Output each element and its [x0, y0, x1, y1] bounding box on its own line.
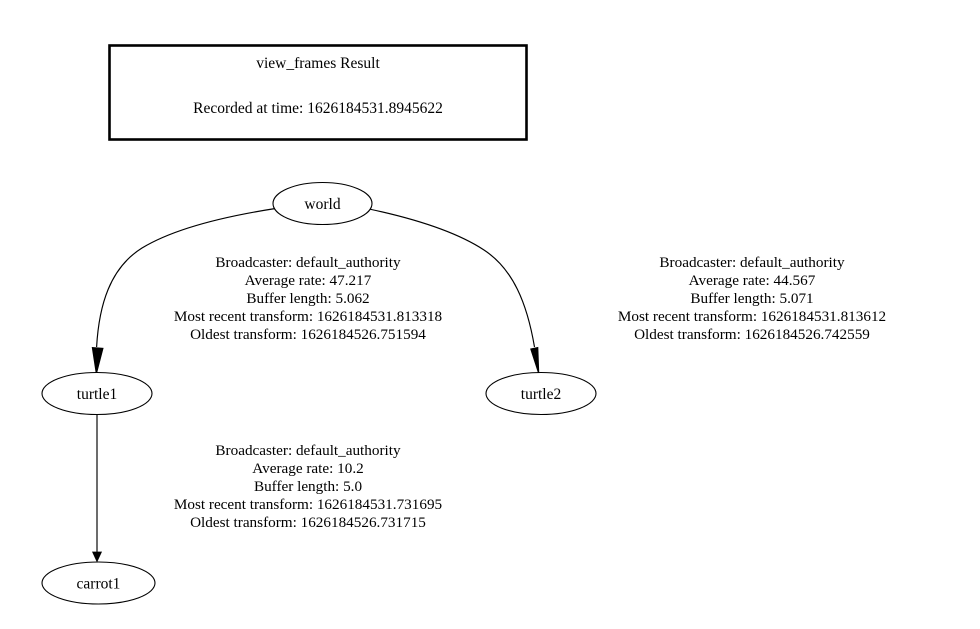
- node-carrot1[interactable]: carrot1: [41, 561, 156, 605]
- edge-label-broadcaster: Broadcaster: default_authority: [659, 254, 845, 271]
- header-box-outline: [108, 44, 528, 141]
- header-title: view_frames Result: [256, 55, 380, 72]
- edge-label-broadcaster: Broadcaster: default_authority: [215, 442, 401, 459]
- edge-label-oldest-transform: Oldest transform: 1626184526.731715: [190, 514, 426, 531]
- edge-label-oldest-transform: Oldest transform: 1626184526.742559: [634, 326, 870, 343]
- node-world-label: world: [304, 196, 340, 213]
- edge-label-buffer-length: Buffer length: 5.062: [246, 290, 369, 307]
- edge-world-turtle1: Broadcaster: default_authority Average r…: [91, 207, 443, 375]
- edge-world-turtle2: Broadcaster: default_authority Average r…: [368, 208, 886, 375]
- node-turtle2-label: turtle2: [521, 386, 561, 403]
- edge-label-oldest-transform: Oldest transform: 1626184526.751594: [190, 326, 426, 343]
- edge-world-turtle1-label: Broadcaster: default_authority Average r…: [174, 254, 443, 343]
- edge-turtle1-carrot1: Broadcaster: default_authority Average r…: [91, 413, 442, 563]
- edge-label-most-recent-transform: Most recent transform: 1626184531.731695: [174, 496, 442, 513]
- edge-turtle1-carrot1-arrowhead: [91, 551, 103, 563]
- result-header-box: view_frames Result Recorded at time: 162…: [108, 44, 528, 141]
- edge-label-average-rate: Average rate: 44.567: [689, 272, 816, 289]
- edge-label-average-rate: Average rate: 10.2: [252, 460, 363, 477]
- node-carrot1-ellipse[interactable]: [41, 561, 156, 605]
- header-recorded-time: Recorded at time: 1626184531.8945622: [193, 100, 443, 117]
- edge-label-buffer-length: Buffer length: 5.0: [254, 478, 363, 495]
- node-turtle1[interactable]: turtle1: [41, 371, 153, 416]
- edge-turtle1-carrot1-label: Broadcaster: default_authority Average r…: [174, 442, 442, 531]
- edge-world-turtle2-arrowhead: [530, 346, 540, 375]
- node-world-ellipse[interactable]: [272, 181, 373, 226]
- edge-world-turtle2-path: [368, 208, 536, 348]
- node-turtle1-label: turtle1: [77, 386, 117, 403]
- node-turtle2[interactable]: turtle2: [485, 371, 597, 416]
- edge-world-turtle1-arrowhead: [91, 346, 104, 375]
- node-turtle1-ellipse[interactable]: [41, 371, 153, 416]
- node-carrot1-label: carrot1: [77, 576, 121, 593]
- edge-label-average-rate: Average rate: 47.217: [245, 272, 372, 289]
- edge-world-turtle2-label: Broadcaster: default_authority Average r…: [618, 254, 886, 343]
- edge-label-broadcaster: Broadcaster: default_authority: [215, 254, 401, 271]
- edge-world-turtle1-path: [96, 207, 276, 348]
- node-world[interactable]: world: [272, 181, 373, 226]
- edge-label-most-recent-transform: Most recent transform: 1626184531.813318: [174, 308, 443, 325]
- edge-label-buffer-length: Buffer length: 5.071: [690, 290, 813, 307]
- edge-label-most-recent-transform: Most recent transform: 1626184531.813612: [618, 308, 886, 325]
- node-turtle2-ellipse[interactable]: [485, 371, 597, 416]
